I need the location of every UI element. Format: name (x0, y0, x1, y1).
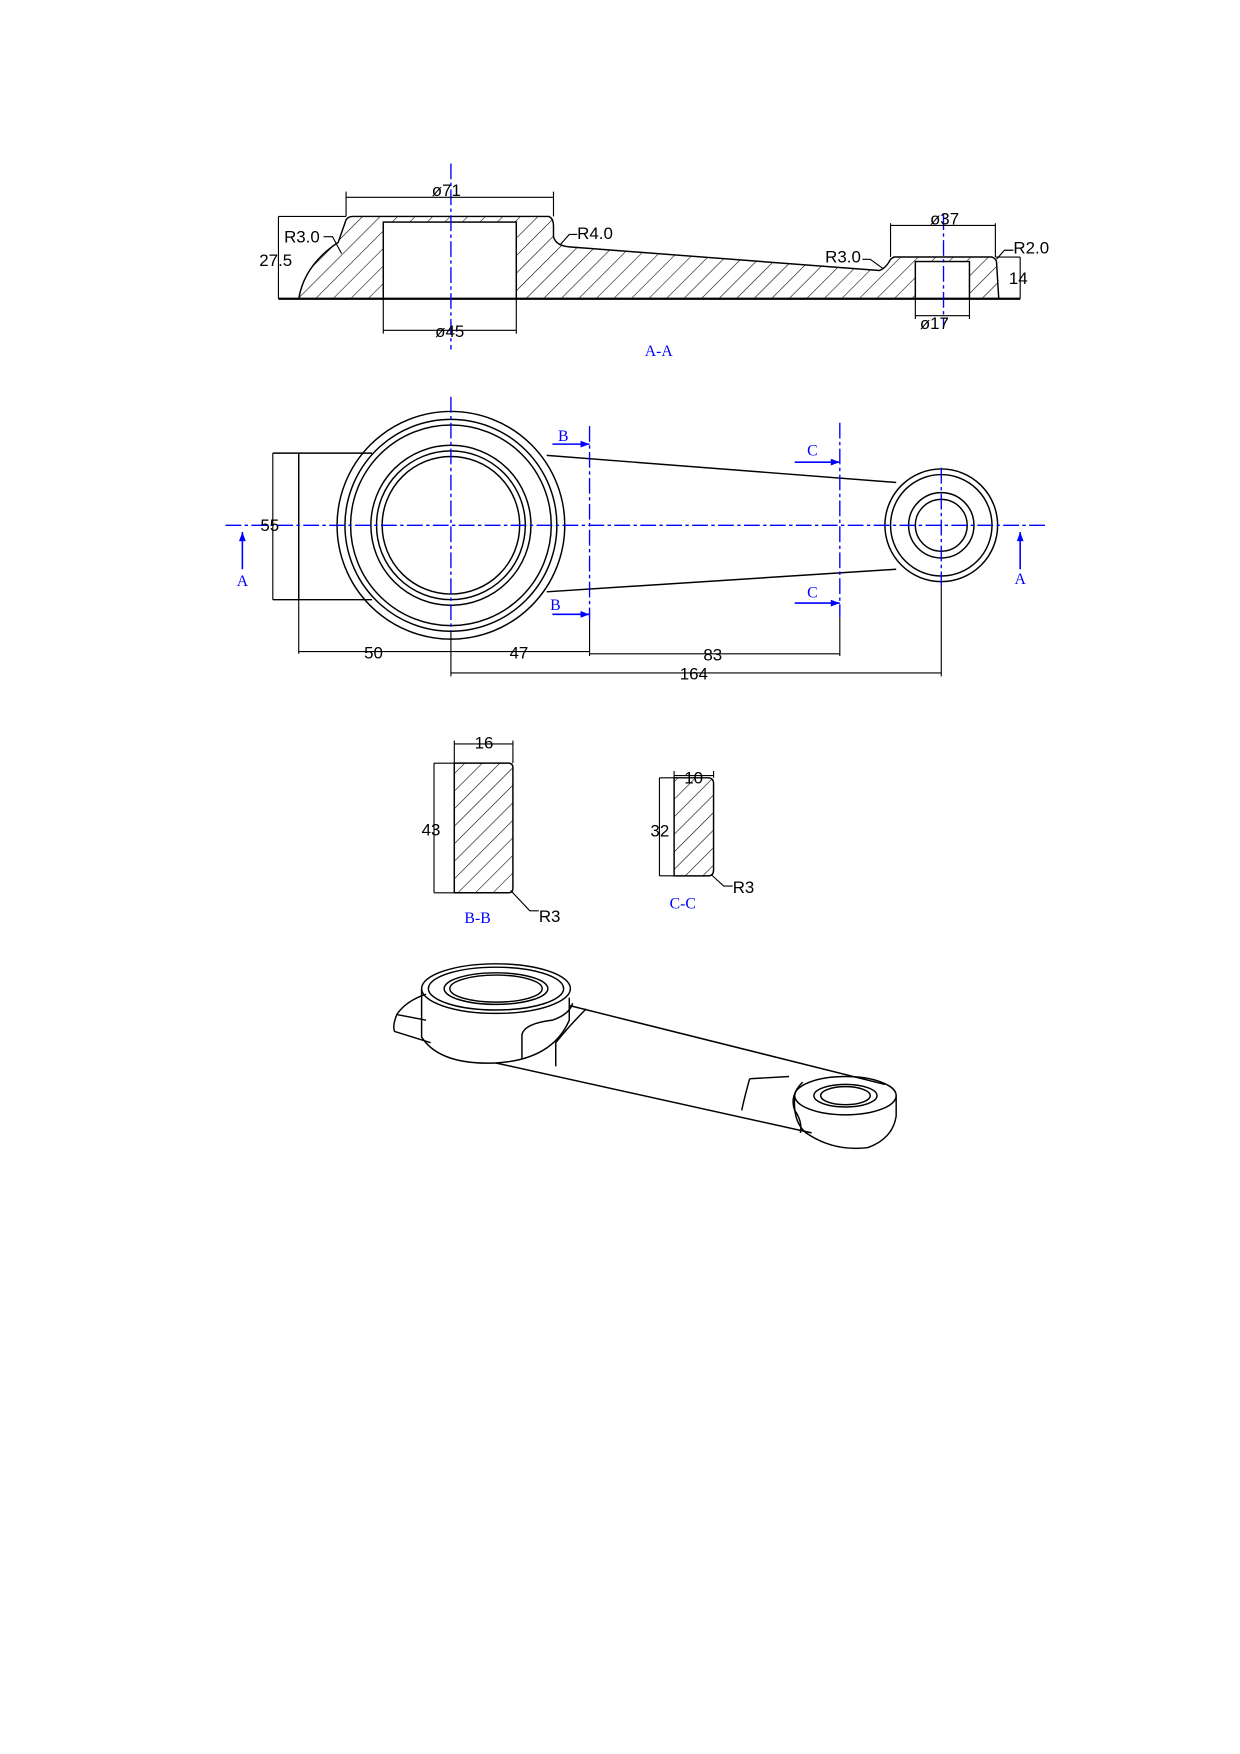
dim-14: 14 (1009, 269, 1028, 288)
dim-43: 43 (422, 820, 441, 839)
dim-r2: R2.0 (1013, 239, 1049, 258)
section-a-a: ø71 27.5 ø45 ø37 14 ø17 R3.0 R4.0 R3.0 R… (259, 163, 1049, 360)
section-label-c-c: C-C (670, 896, 696, 913)
marker-c-top: C (807, 442, 818, 459)
large-bore (382, 221, 518, 300)
dim-47: 47 (510, 643, 529, 662)
dim-16: 16 (475, 733, 494, 752)
section-c-c: 10 32 R3 C-C (650, 768, 754, 912)
marker-b-bottom: B (550, 597, 561, 614)
dim-r4: R4.0 (577, 224, 613, 243)
dim-r3-cc: R3 (733, 878, 755, 897)
dim-d37: ø37 (930, 209, 959, 228)
dim-d17: ø17 (920, 314, 949, 333)
dim-164: 164 (680, 665, 708, 684)
dim-32: 32 (650, 821, 669, 840)
dim-10: 10 (684, 768, 703, 787)
marker-a-right: A (1015, 571, 1027, 588)
section-label-b-b: B-B (464, 910, 490, 927)
section-label-a-a: A-A (645, 343, 674, 360)
dim-50: 50 (364, 643, 383, 662)
marker-c-bottom: C (807, 584, 818, 601)
dim-d45: ø45 (435, 322, 464, 341)
dim-27-5: 27.5 (259, 251, 292, 270)
dim-r3-bb: R3 (539, 907, 561, 926)
dim-r3-left: R3.0 (284, 227, 320, 246)
dim-d71: ø71 (432, 181, 461, 200)
section-b-b: 16 43 R3 B-B (422, 733, 561, 927)
plan-view: B B C C A A 55 50 47 83 164 (225, 396, 1049, 684)
small-bore (914, 260, 971, 300)
marker-a-left: A (237, 573, 249, 590)
dim-55: 55 (260, 516, 279, 535)
dim-83: 83 (703, 646, 722, 665)
marker-b-top: B (558, 428, 569, 445)
isometric-view (393, 963, 897, 1150)
dim-r3-right: R3.0 (825, 248, 861, 267)
